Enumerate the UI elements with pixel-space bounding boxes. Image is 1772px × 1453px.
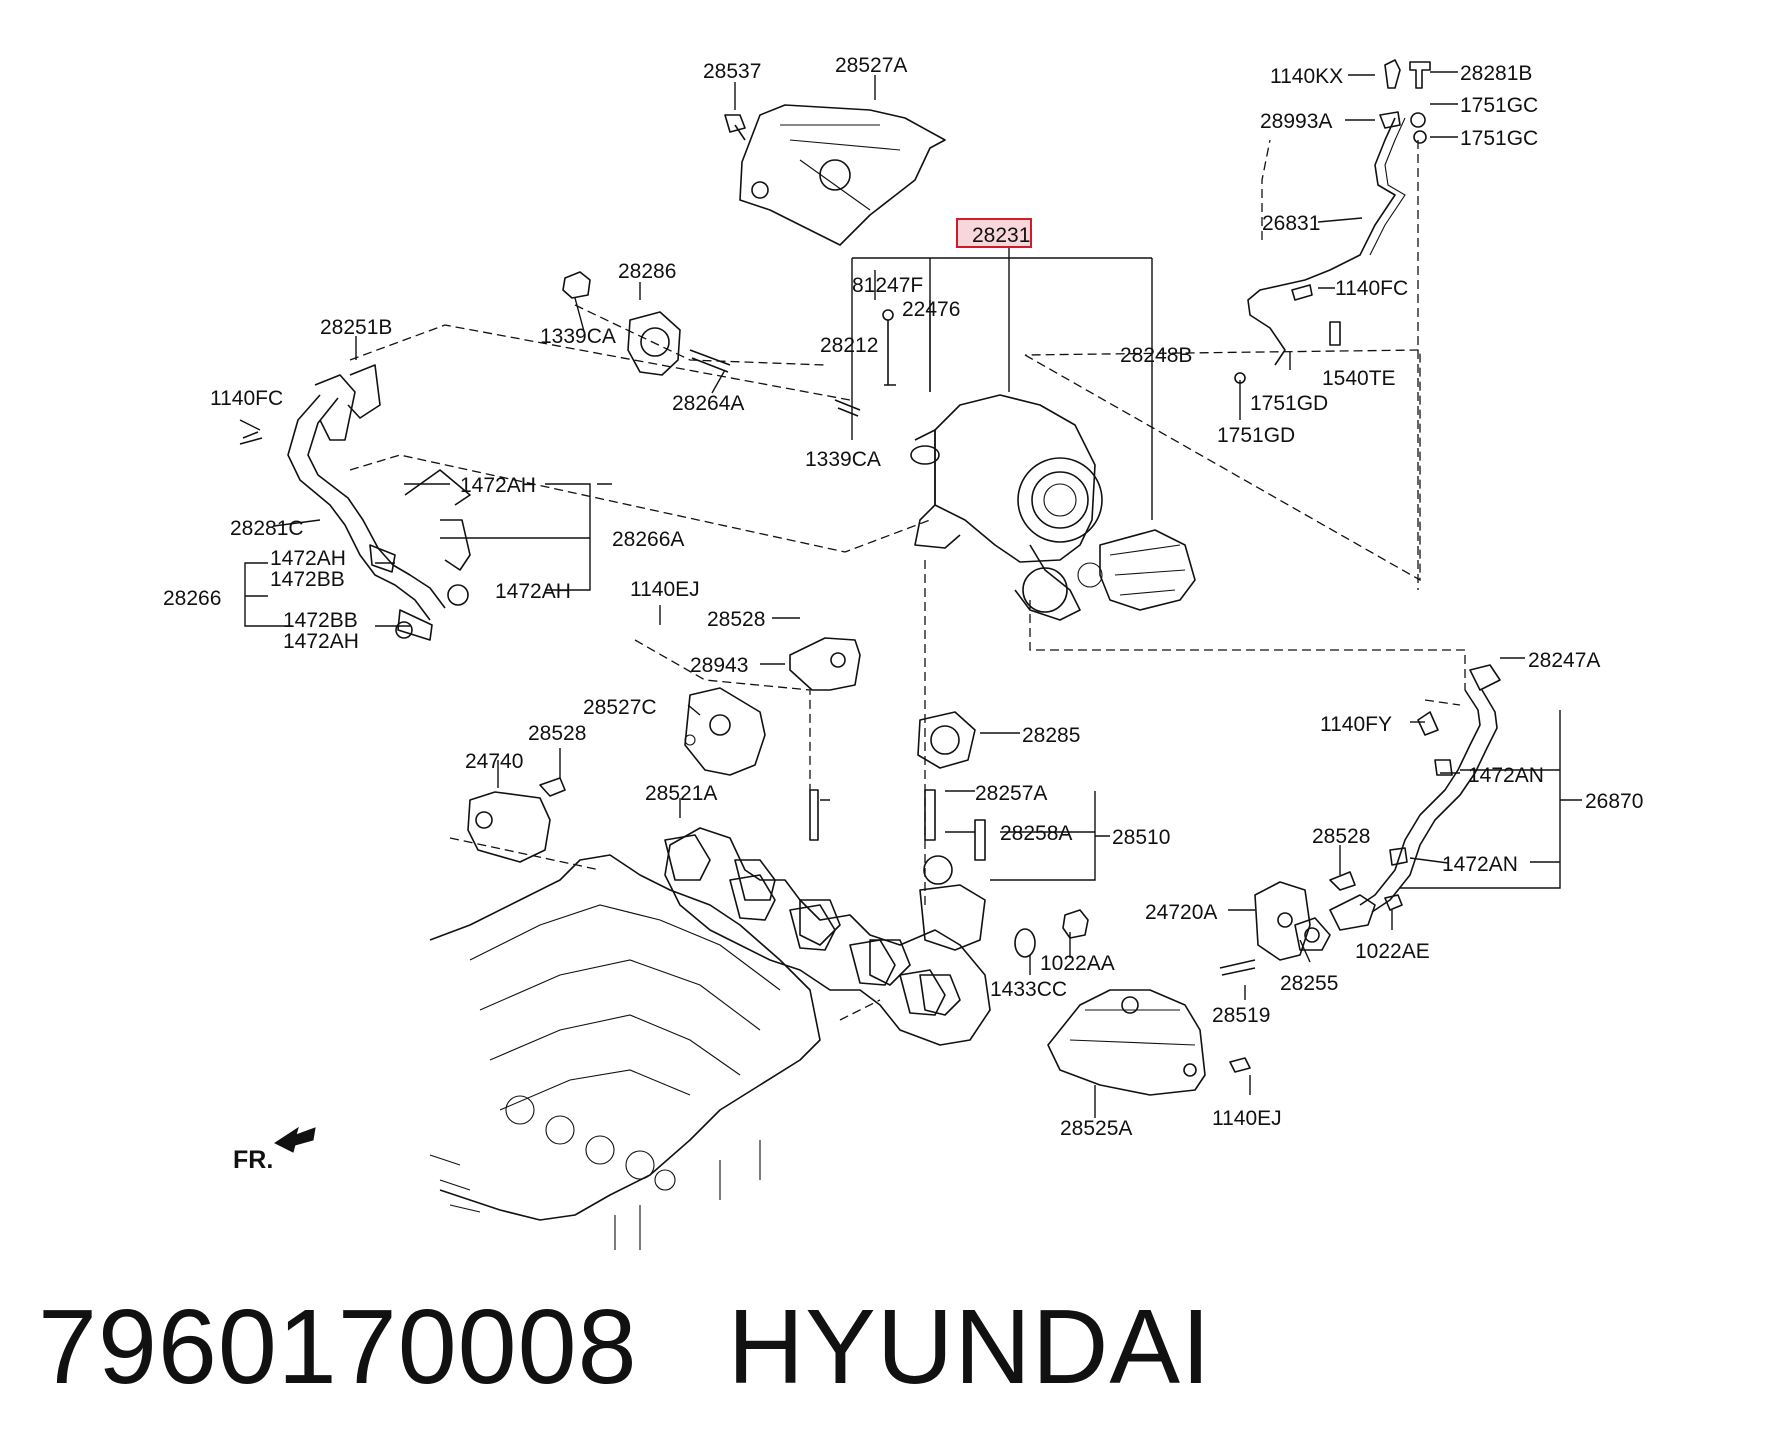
heat-shield-upper	[739, 104, 946, 246]
heat-shield-lower-28527C	[684, 687, 766, 776]
callout-28231[interactable]: 28231	[972, 224, 1030, 247]
callout-28528-b[interactable]: 28528	[528, 722, 586, 745]
callout-1472AN-b[interactable]: 1472AN	[1442, 853, 1518, 876]
heat-shield-28525A	[1047, 989, 1206, 1096]
callout-1140FY[interactable]: 1140FY	[1320, 713, 1392, 736]
callout-1751GC-lower[interactable]: 1751GC	[1460, 127, 1538, 150]
washer-1433CC	[1014, 928, 1036, 958]
cylinder-head	[429, 854, 821, 1250]
callout-1140FC-right[interactable]: 1140FC	[1335, 277, 1408, 300]
callout-1472AH-b[interactable]: 1472AH	[270, 547, 346, 570]
callout-1339CA-top[interactable]: 1339CA	[540, 325, 616, 348]
callout-26870[interactable]: 26870	[1585, 790, 1643, 813]
turbocharger-body	[914, 394, 1196, 621]
callout-28993A[interactable]: 28993A	[1260, 110, 1332, 133]
callout-28943[interactable]: 28943	[690, 654, 748, 677]
callout-28281C[interactable]: 28281C	[230, 517, 304, 540]
callout-28528-a[interactable]: 28528	[707, 608, 765, 631]
gasket-exhaust	[664, 834, 946, 1016]
studs-28257A-28258A	[924, 789, 986, 861]
callout-1472BB-a[interactable]: 1472BB	[270, 568, 345, 591]
flange-oil-return	[1329, 894, 1376, 931]
stud-28264A	[689, 349, 731, 373]
callout-1140EJ-bottom[interactable]: 1140EJ	[1212, 1107, 1282, 1130]
stud-28519	[1219, 959, 1256, 976]
oil-feed-pipe-26831	[1234, 59, 1431, 384]
nut-1339CA-top	[562, 271, 591, 299]
callout-28247A[interactable]: 28247A	[1528, 649, 1600, 672]
callout-28248B[interactable]: 28248B	[1120, 344, 1192, 367]
part-number: 7960170008	[38, 1287, 638, 1406]
callout-28281B[interactable]: 28281B	[1460, 62, 1532, 85]
bolt-28528-left	[539, 777, 566, 797]
callout-28527A[interactable]: 28527A	[835, 54, 907, 77]
oil-return-pipe-26870	[1359, 664, 1501, 913]
turbocharger-exploded-diagram: 28537 28527A 28231 1140KX 28281B 28993A …	[163, 54, 1643, 1250]
washer-1339CA-mid	[910, 445, 940, 465]
callout-1472AH-d[interactable]: 1472AH	[283, 630, 359, 653]
callout-28266[interactable]: 28266	[163, 587, 221, 610]
callout-1751GD-lower[interactable]: 1751GD	[1217, 424, 1295, 447]
front-arrow-icon	[273, 1126, 316, 1153]
callout-28510[interactable]: 28510	[1112, 826, 1170, 849]
callout-28285[interactable]: 28285	[1022, 724, 1080, 747]
bracket-24720A	[1254, 881, 1311, 961]
bracket-28943	[789, 637, 861, 691]
callout-1472AH-c[interactable]: 1472AH	[495, 580, 571, 603]
water-pipe-28281C	[239, 364, 471, 641]
callout-28519[interactable]: 28519	[1212, 1004, 1270, 1027]
fastener-28212	[834, 399, 861, 417]
bolt-1140EJ-bottom	[1229, 1057, 1251, 1073]
callout-1472BB-b[interactable]: 1472BB	[283, 609, 358, 632]
callout-28528-c[interactable]: 28528	[1312, 825, 1370, 848]
callout-1472AN-a[interactable]: 1472AN	[1468, 764, 1544, 787]
part-footer: 7960170008 HYUNDAI	[38, 1282, 1212, 1412]
callout-28264A[interactable]: 28264A	[672, 392, 744, 415]
callout-1540TE[interactable]: 1540TE	[1322, 367, 1396, 390]
leader-lines	[239, 71, 1582, 1118]
callout-1751GC-upper[interactable]: 1751GC	[1460, 94, 1538, 117]
highlight-box	[956, 218, 1032, 248]
callout-28255[interactable]: 28255	[1280, 972, 1338, 995]
callout-labels: 28537 28527A 28231 1140KX 28281B 28993A …	[163, 54, 1643, 1140]
callout-28537[interactable]: 28537	[703, 60, 761, 83]
callout-24720A[interactable]: 24720A	[1145, 901, 1217, 924]
callout-28212[interactable]: 28212	[820, 334, 878, 357]
nut-1022AA	[1062, 909, 1089, 939]
callout-1140KX[interactable]: 1140KX	[1270, 65, 1343, 88]
gasket-28286	[627, 311, 681, 376]
callout-28251B[interactable]: 28251B	[320, 316, 392, 339]
callout-24740[interactable]: 24740	[465, 750, 523, 773]
brand-name: HYUNDAI	[727, 1287, 1212, 1406]
callout-1140EJ-top[interactable]: 1140EJ	[630, 578, 700, 601]
front-orientation-mark: FR.	[233, 1126, 316, 1174]
bolt-28528-right	[1329, 871, 1356, 891]
callout-1339CA-mid[interactable]: 1339CA	[805, 448, 881, 471]
nut-1022AE	[1384, 894, 1403, 911]
callout-1472AH-a[interactable]: 1472AH	[460, 474, 536, 497]
callout-22476[interactable]: 22476	[902, 298, 960, 321]
pipe-81247F	[882, 309, 896, 386]
callout-1022AE[interactable]: 1022AE	[1355, 940, 1430, 963]
callout-1022AA[interactable]: 1022AA	[1040, 952, 1115, 975]
gasket-28255	[1294, 917, 1331, 951]
callout-28286[interactable]: 28286	[618, 260, 676, 283]
gasket-28285	[917, 711, 976, 769]
callout-1433CC[interactable]: 1433CC	[990, 978, 1067, 1001]
callout-28525A[interactable]: 28525A	[1060, 1117, 1132, 1140]
callout-28258A[interactable]: 28258A	[1000, 822, 1072, 845]
bracket-24740	[467, 791, 551, 863]
callout-28266A[interactable]: 28266A	[612, 528, 684, 551]
callout-81247F[interactable]: 81247F	[852, 274, 923, 297]
callout-1140FC-left[interactable]: 1140FC	[210, 387, 283, 410]
fr-label: FR.	[233, 1146, 273, 1174]
callout-26831[interactable]: 26831	[1262, 212, 1320, 235]
callout-28257A[interactable]: 28257A	[975, 782, 1047, 805]
bolt-28537	[724, 114, 746, 141]
callout-1751GD-upper[interactable]: 1751GD	[1250, 392, 1328, 415]
callout-28527C[interactable]: 28527C	[583, 696, 657, 719]
callout-28521A[interactable]: 28521A	[645, 782, 717, 805]
